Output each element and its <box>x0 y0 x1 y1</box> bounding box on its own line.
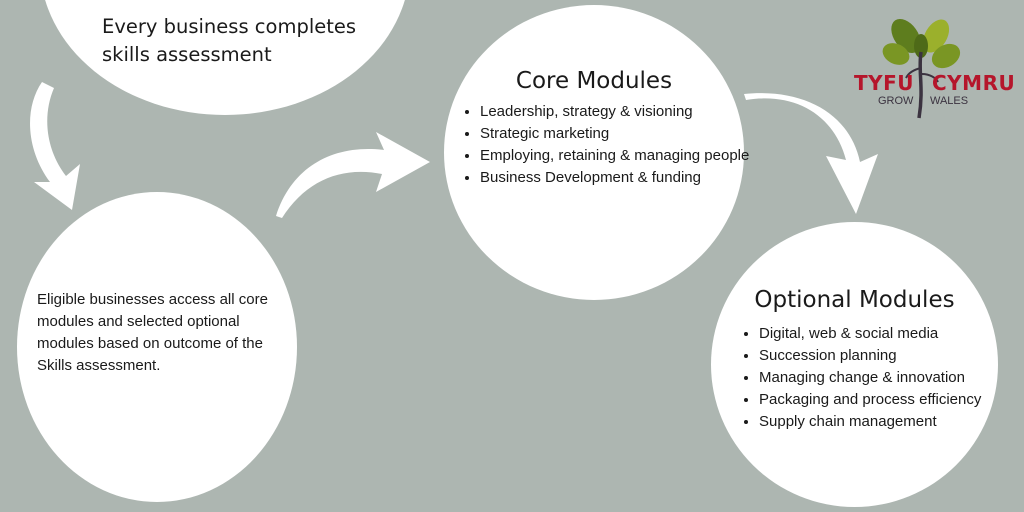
core-module-item: Strategic marketing <box>480 123 760 145</box>
core-module-item: Employing, retaining & managing people <box>480 145 760 167</box>
optional-modules-title: Optional Modules <box>754 287 955 313</box>
curved-arrow-right-icon <box>276 132 430 218</box>
optional-module-item: Digital, web & social media <box>759 323 1011 345</box>
tyfu-cymru-logo: TYFU CYMRU GROW WALES <box>848 12 1018 122</box>
step2-text: Eligible businesses access all core modu… <box>37 291 268 374</box>
step2-circle <box>17 192 297 502</box>
step1-text: Every business completes skills assessme… <box>102 15 357 66</box>
core-modules-title: Core Modules <box>515 68 673 94</box>
optional-modules-circle <box>711 222 998 507</box>
optional-module-item: Managing change & innovation <box>759 367 1011 389</box>
logo-word-right: CYMRU <box>932 71 1016 95</box>
core-module-item: Leadership, strategy & visioning <box>480 101 760 123</box>
optional-module-item: Supply chain management <box>759 411 1011 433</box>
core-modules-circle <box>444 5 744 300</box>
curved-arrow-down-icon <box>30 82 81 210</box>
optional-module-item: Packaging and process efficiency <box>759 389 1011 411</box>
logo-word-left: TYFU <box>854 71 915 95</box>
curved-arrow-down-right-icon <box>744 93 878 214</box>
optional-module-item: Succession planning <box>759 345 1011 367</box>
tree-logo-icon <box>882 18 961 119</box>
logo-sub-left: GROW <box>878 95 914 107</box>
logo-sub-right: WALES <box>930 95 969 107</box>
core-module-item: Business Development & funding <box>480 167 760 189</box>
optional-modules-list: Digital, web & social media Succession p… <box>739 323 1011 433</box>
core-modules-list: Leadership, strategy & visioning Strateg… <box>460 101 760 189</box>
